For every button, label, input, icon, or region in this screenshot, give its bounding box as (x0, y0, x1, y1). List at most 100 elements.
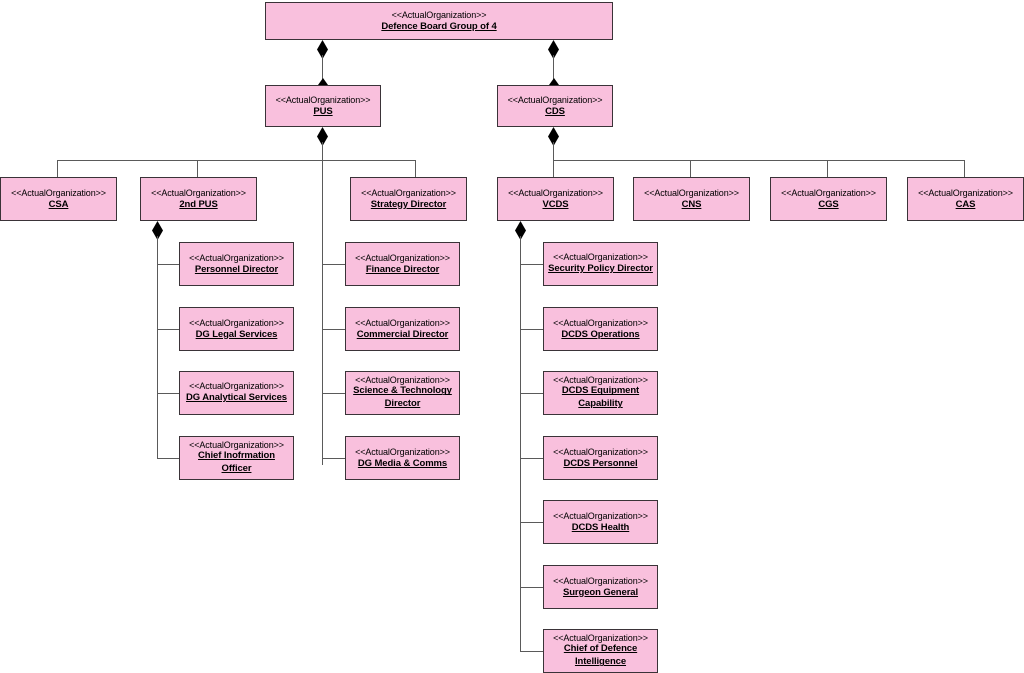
node-label: Commercial Director (356, 328, 449, 340)
connector-cds-to-vcds (553, 160, 554, 177)
node-stereotype: <<ActualOrganization>> (507, 95, 603, 106)
node-label: DCDS Health (571, 521, 630, 533)
connector-cds-drop (553, 142, 554, 160)
connector-stub-dcds-health (520, 522, 543, 523)
node-label: CSA (48, 198, 69, 210)
node-label: Strategy Director (370, 198, 447, 210)
node-stereotype: <<ActualOrganization>> (355, 253, 450, 264)
node-dcds-health[interactable]: <<ActualOrganization>> DCDS Health (543, 500, 658, 544)
node-cds[interactable]: <<ActualOrganization>> CDS (497, 85, 613, 127)
node-cns[interactable]: <<ActualOrganization>> CNS (633, 177, 750, 221)
node-label: DCDS Operations (561, 328, 640, 340)
node-dg-analytical-services[interactable]: <<ActualOrganization>> DG Analytical Ser… (179, 371, 294, 415)
node-label: Science & Technology Director (353, 385, 452, 410)
node-stereotype: <<ActualOrganization>> (553, 576, 648, 587)
connector-stub-commercial-director (322, 329, 345, 330)
node-label: CNS (681, 198, 702, 210)
node-label: Surgeon General (562, 586, 639, 598)
node-stereotype: <<ActualOrganization>> (644, 188, 739, 199)
connector-cds-to-cgs (827, 160, 828, 177)
connector-cds-to-cas (964, 160, 965, 177)
node-commercial-director[interactable]: <<ActualOrganization>> Commercial Direct… (345, 307, 460, 351)
connector-stub-chief-information-officer (157, 458, 179, 459)
connector-cds-bus (553, 160, 965, 161)
node-dg-media-comms[interactable]: <<ActualOrganization>> DG Media & Comms (345, 436, 460, 480)
node-stereotype: <<ActualOrganization>> (918, 188, 1013, 199)
node-cas[interactable]: <<ActualOrganization>> CAS (907, 177, 1024, 221)
connector-cds-to-cns (690, 160, 691, 177)
node-stereotype: <<ActualOrganization>> (189, 381, 284, 392)
composition-diamond-vcds (515, 221, 526, 240)
connector-stub-security-policy-director (520, 264, 543, 265)
node-dg-legal-services[interactable]: <<ActualOrganization>> DG Legal Services (179, 307, 294, 351)
node-stereotype: <<ActualOrganization>> (361, 188, 456, 199)
connector-stub-finance-director (322, 264, 345, 265)
arrowhead-cds (549, 78, 559, 85)
node-label: DCDS Personnel (563, 457, 638, 469)
node-security-policy-director[interactable]: <<ActualOrganization>> Security Policy D… (543, 242, 658, 286)
node-dcds-personnel[interactable]: <<ActualOrganization>> DCDS Personnel (543, 436, 658, 480)
composition-diamond-pus (317, 127, 328, 146)
node-stereotype: <<ActualOrganization>> (781, 188, 876, 199)
node-chief-of-defence-intelligence[interactable]: <<ActualOrganization>> Chief of Defence … (543, 629, 658, 673)
node-stereotype: <<ActualOrganization>> (151, 188, 246, 199)
connector-stub-dcds-equipment-capability (520, 393, 543, 394)
connector-pus-drop (322, 142, 323, 160)
connector-vcds-spine (520, 236, 521, 651)
node-stereotype: <<ActualOrganization>> (355, 374, 450, 385)
node-stereotype: <<ActualOrganization>> (355, 318, 450, 329)
node-csa[interactable]: <<ActualOrganization>> CSA (0, 177, 117, 221)
node-strategy-director[interactable]: <<ActualOrganization>> Strategy Director (350, 177, 467, 221)
node-label: VCDS (542, 198, 569, 210)
connector-stub-chief-of-defence-intelligence (520, 651, 543, 652)
connector-stub-dcds-personnel (520, 458, 543, 459)
node-vcds[interactable]: <<ActualOrganization>> VCDS (497, 177, 614, 221)
connector-pus-to-2nd-pus (197, 160, 198, 177)
node-stereotype: <<ActualOrganization>> (553, 511, 648, 522)
connector-stub-dg-legal-services (157, 329, 179, 330)
connector-stub-science-technology-director (322, 393, 345, 394)
connector-stub-dg-media-comms (322, 458, 345, 459)
node-label: DG Media & Comms (357, 457, 448, 469)
node-label: DG Legal Services (195, 328, 278, 340)
node-stereotype: <<ActualOrganization>> (189, 318, 284, 329)
composition-diamond-root-pus (317, 40, 328, 59)
node-label: Security Policy Director (548, 262, 653, 274)
node-chief-information-officer[interactable]: <<ActualOrganization>> Chief Inofrmation… (179, 436, 294, 480)
node-stereotype: <<ActualOrganization>> (189, 253, 284, 264)
node-personnel-director[interactable]: <<ActualOrganization>> Personnel Directo… (179, 242, 294, 286)
connector-2nd-pus-spine (157, 236, 158, 458)
node-label: 2nd PUS (179, 198, 218, 210)
node-stereotype: <<ActualOrganization>> (553, 632, 648, 643)
node-stereotype: <<ActualOrganization>> (189, 439, 284, 450)
connector-pus-centre-spine (322, 160, 323, 465)
node-stereotype: <<ActualOrganization>> (553, 252, 648, 263)
node-science-technology-director[interactable]: <<ActualOrganization>> Science & Technol… (345, 371, 460, 415)
node-label: DG Analytical Services (186, 391, 287, 403)
arrowhead-pus (318, 78, 328, 85)
node-cgs[interactable]: <<ActualOrganization>> CGS (770, 177, 887, 221)
composition-diamond-2nd-pus (152, 221, 163, 240)
connector-root-to-pus (322, 55, 323, 85)
node-dcds-operations[interactable]: <<ActualOrganization>> DCDS Operations (543, 307, 658, 351)
connector-stub-dg-analytical-services (157, 393, 179, 394)
node-stereotype: <<ActualOrganization>> (355, 447, 450, 458)
connector-pus-to-strategy-director (415, 160, 416, 177)
connector-pus-bus (57, 160, 415, 161)
node-2nd-pus[interactable]: <<ActualOrganization>> 2nd PUS (140, 177, 257, 221)
node-finance-director[interactable]: <<ActualOrganization>> Finance Director (345, 242, 460, 286)
connector-stub-personnel-director (157, 264, 179, 265)
node-pus[interactable]: <<ActualOrganization>> PUS (265, 85, 381, 127)
composition-diamond-cds (548, 127, 559, 146)
node-defence-board-group-of-4[interactable]: <<ActualOrganization>> Defence Board Gro… (265, 2, 613, 40)
node-label: CAS (955, 198, 976, 210)
node-surgeon-general[interactable]: <<ActualOrganization>> Surgeon General (543, 565, 658, 609)
node-dcds-equipment-capability[interactable]: <<ActualOrganization>> DCDS Equipment Ca… (543, 371, 658, 415)
node-stereotype: <<ActualOrganization>> (275, 95, 371, 106)
node-label: Chief of Defence Intelligence (563, 643, 638, 668)
node-stereotype: <<ActualOrganization>> (508, 188, 603, 199)
node-label: Defence Board Group of 4 (381, 20, 497, 32)
node-stereotype: <<ActualOrganization>> (391, 10, 487, 21)
composition-diamond-root-cds (548, 40, 559, 59)
